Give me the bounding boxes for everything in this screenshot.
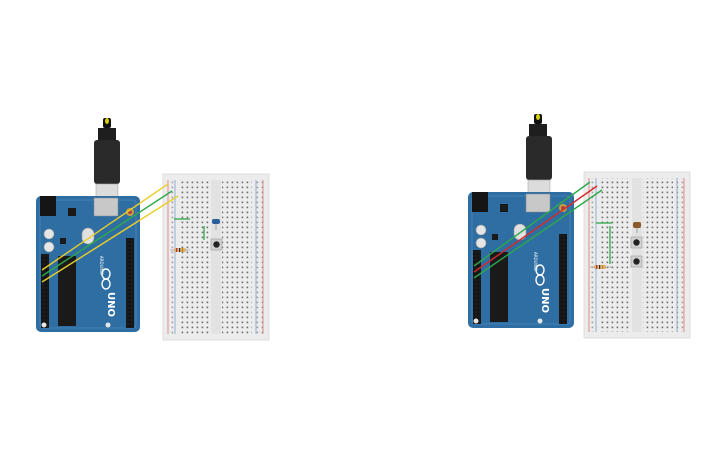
wire-yellow[interactable] bbox=[41, 183, 169, 271]
wire-yellow[interactable] bbox=[41, 195, 179, 283]
wire-green[interactable] bbox=[473, 181, 591, 267]
circuit-left: UNO ARDUINO bbox=[36, 118, 270, 341]
board-brand-label: ARDUINO bbox=[533, 252, 538, 271]
push-button[interactable] bbox=[210, 238, 223, 251]
board-brand-label: ARDUINO bbox=[99, 256, 104, 275]
push-button[interactable] bbox=[630, 236, 643, 249]
arduino-uno-board[interactable]: UNO ARDUINO bbox=[468, 192, 574, 328]
board-model-label: UNO bbox=[539, 288, 550, 313]
breadboard[interactable] bbox=[583, 171, 691, 339]
led[interactable] bbox=[633, 222, 641, 233]
board-model-label: UNO bbox=[105, 292, 116, 317]
wire-red[interactable] bbox=[473, 185, 598, 273]
circuit-right: UNO ARDUINO bbox=[468, 114, 691, 339]
usb-cable[interactable] bbox=[94, 118, 120, 207]
breadboard[interactable] bbox=[162, 173, 270, 341]
usb-cable[interactable] bbox=[526, 114, 552, 203]
led[interactable] bbox=[212, 219, 220, 230]
arduino-uno-board[interactable]: UNO ARDUINO bbox=[36, 196, 140, 332]
wire-green[interactable] bbox=[41, 190, 173, 277]
wire-green[interactable] bbox=[473, 189, 603, 279]
push-button[interactable] bbox=[630, 255, 643, 268]
resistor[interactable] bbox=[590, 265, 612, 269]
resistor[interactable] bbox=[170, 248, 190, 252]
